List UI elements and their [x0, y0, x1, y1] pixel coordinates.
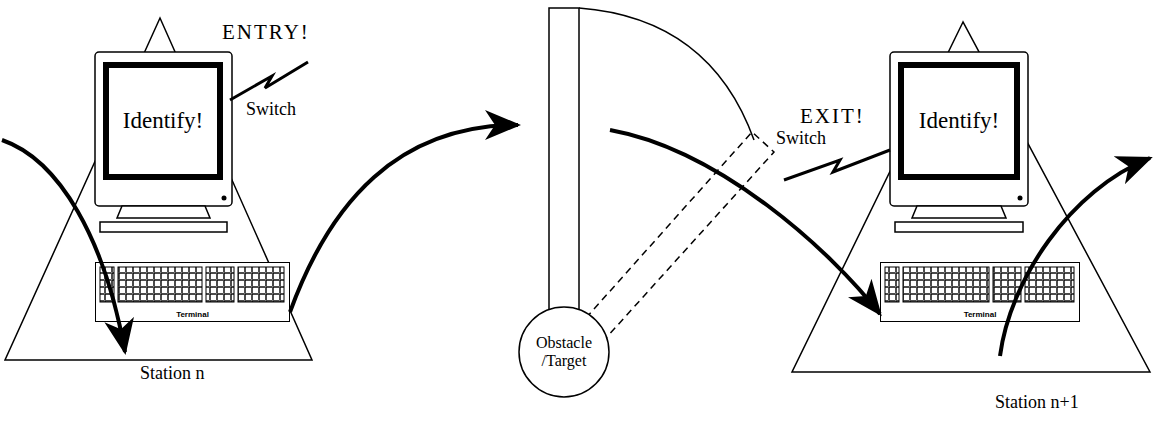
- monitor-base: [895, 222, 1023, 232]
- door-open-position: [586, 132, 774, 338]
- power-button: [222, 196, 227, 201]
- obstacle-target: Obstacle /Target: [518, 6, 610, 400]
- flow-arrow: [610, 130, 880, 314]
- text-label: ENTRY!: [222, 20, 310, 44]
- node-text: Terminal: [96, 310, 289, 319]
- obstacle-bar: [549, 8, 579, 318]
- station-triangle: [5, 18, 312, 360]
- node-text: Terminal: [881, 310, 1079, 319]
- switch-bolt: [230, 62, 308, 100]
- monitor-body: [890, 52, 1028, 206]
- monitor-stand: [912, 206, 1006, 218]
- text-label: Station n+1: [995, 392, 1079, 413]
- swing-arc: [579, 8, 754, 140]
- node-text: Identify!: [919, 108, 999, 134]
- exit-arrow: [1000, 158, 1150, 356]
- text-label: Switch: [246, 99, 296, 120]
- text-label: EXIT!: [800, 104, 865, 128]
- node-text: Obstacle /Target: [523, 334, 605, 369]
- text-label: Station n: [140, 363, 205, 384]
- monitor-body: [95, 52, 232, 206]
- screen-box: Identify!: [103, 62, 223, 180]
- keyboard-keys: [885, 267, 1074, 302]
- keyboard-body: [880, 262, 1080, 322]
- keyboard-box: Terminal: [95, 262, 290, 322]
- flow-arrow: [290, 125, 518, 312]
- station-triangle: [792, 22, 1150, 372]
- node-text: Identify!: [123, 108, 203, 134]
- monitor-base: [100, 222, 227, 232]
- keyboard-body: [95, 262, 290, 322]
- monitor-stand: [117, 206, 210, 218]
- keyboard-keys: [100, 267, 284, 302]
- circle-text-area: Obstacle /Target: [523, 308, 605, 396]
- power-button: [1018, 196, 1023, 201]
- obstacle-circle: [519, 307, 609, 397]
- keyboard-box: Terminal: [880, 262, 1080, 322]
- screen-box: Identify!: [898, 62, 1020, 180]
- switch-bolt: [784, 150, 890, 180]
- text-label: Switch: [776, 128, 826, 149]
